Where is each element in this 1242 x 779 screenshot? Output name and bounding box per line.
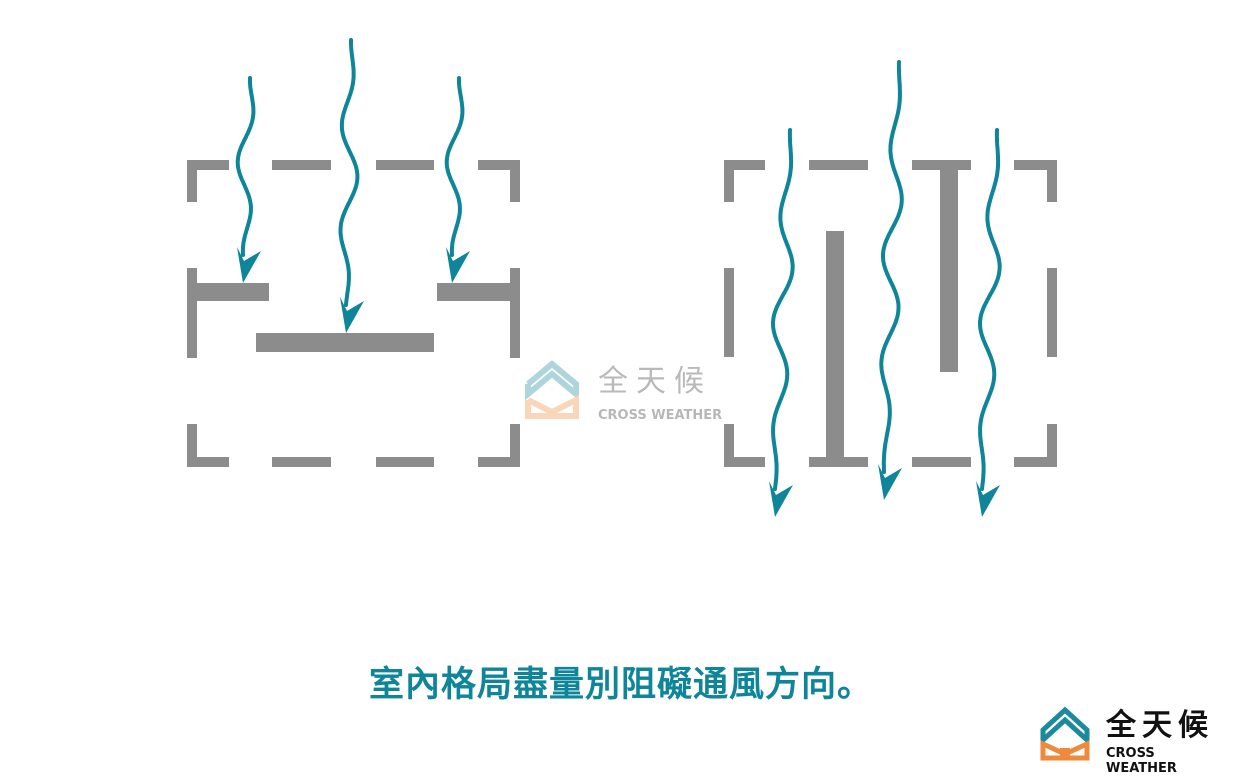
airflow-line	[771, 128, 795, 491]
airflow-line	[235, 76, 256, 257]
brand-name-cn: 全天候	[1106, 708, 1214, 743]
arrowhead-icon	[976, 481, 1000, 517]
house-logo-icon	[1040, 706, 1090, 761]
floorplan-blocked	[187, 160, 520, 467]
airflow-arrows	[235, 38, 1002, 517]
arrowhead-icon	[769, 481, 793, 517]
arrowhead-icon	[878, 464, 902, 500]
floorplan-open	[724, 160, 1057, 467]
airflow-line	[338, 38, 360, 307]
arrowhead-icon	[340, 297, 364, 333]
house-logo-icon	[525, 360, 579, 419]
airflow-line	[444, 76, 465, 257]
arrowhead-icon	[237, 247, 261, 283]
watermark-logo: 全天候 CROSS WEATHER	[522, 354, 732, 426]
watermark-brand-cn: 全天候	[598, 364, 712, 399]
brand-name-en: CROSS WEATHER	[1106, 746, 1177, 776]
watermark-brand-en: CROSS WEATHER	[598, 408, 723, 423]
caption: 室內格局盡量別阻礙通風方向。	[368, 665, 873, 705]
brand-logo: 全天候 CROSS WEATHER	[1040, 702, 1230, 776]
arrowhead-icon	[446, 247, 470, 283]
airflow-line	[879, 60, 904, 474]
airflow-line	[978, 128, 1002, 491]
